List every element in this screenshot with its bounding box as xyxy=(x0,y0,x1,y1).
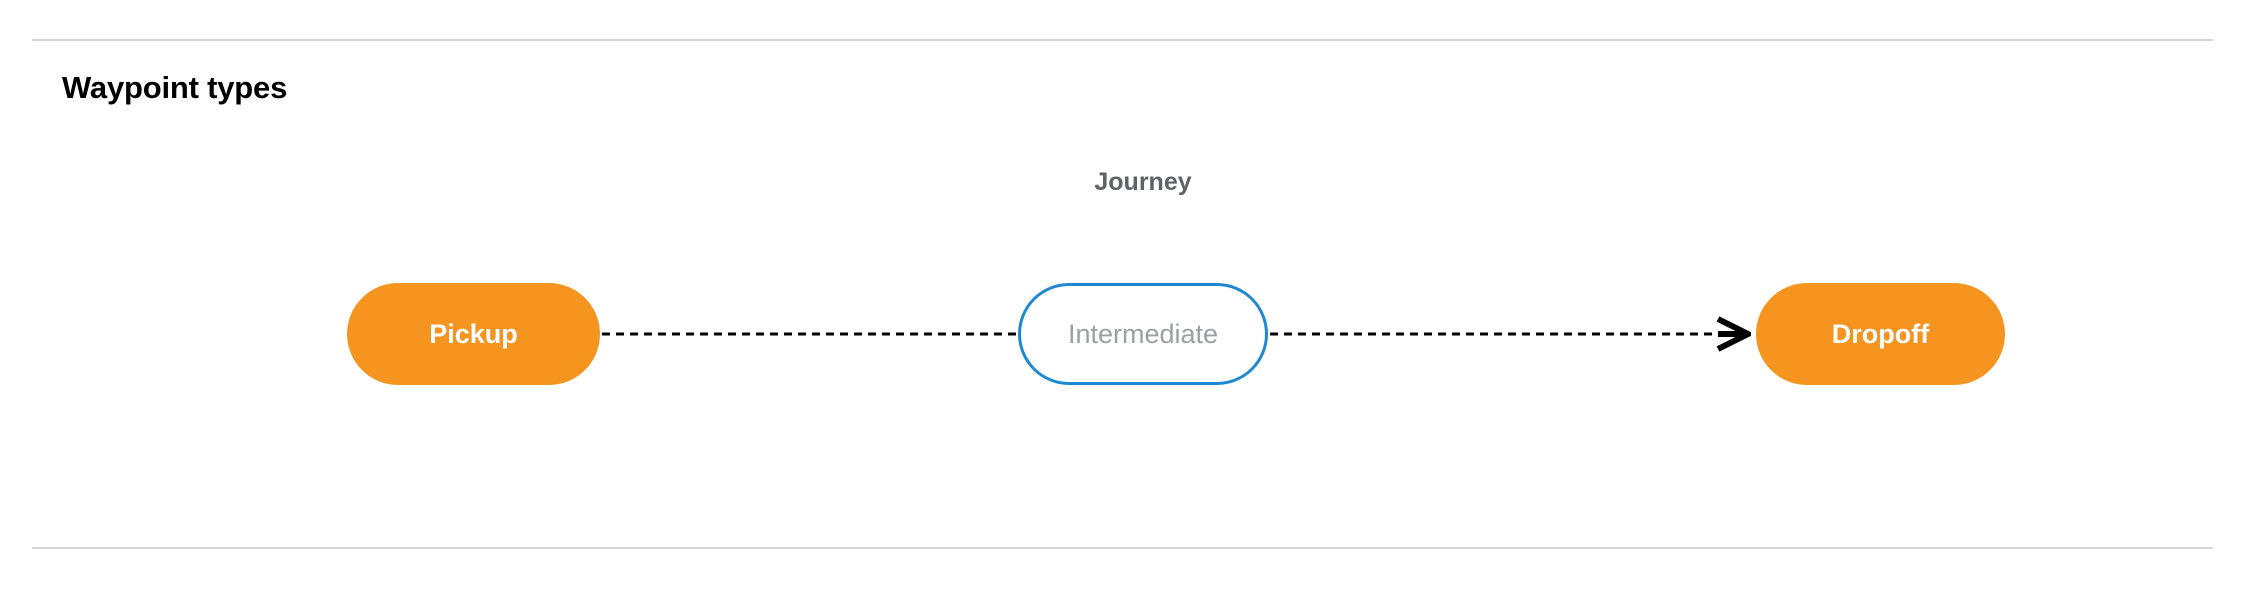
waypoint-node-pickup-label: Pickup xyxy=(429,318,518,349)
journey-group-label: Journey xyxy=(1094,168,1192,196)
page-title: Waypoint types xyxy=(62,70,288,105)
section-divider-bottom xyxy=(32,547,2213,549)
waypoint-node-pickup[interactable]: Pickup xyxy=(347,283,600,385)
waypoint-node-dropoff[interactable]: Dropoff xyxy=(1756,283,2005,385)
waypoint-node-intermediate[interactable]: Intermediate xyxy=(1018,283,1268,385)
section-divider-top xyxy=(32,39,2213,41)
waypoint-node-dropoff-label: Dropoff xyxy=(1831,318,1930,349)
waypoint-node-intermediate-label: Intermediate xyxy=(1067,318,1219,349)
